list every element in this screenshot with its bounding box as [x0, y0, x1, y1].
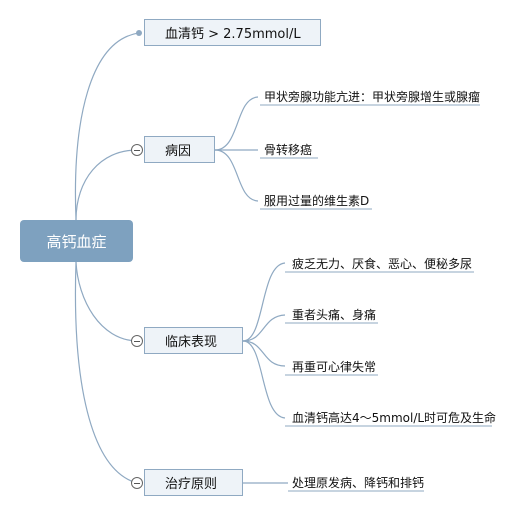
branch-cause[interactable]: 病因	[144, 136, 215, 163]
cause-item[interactable]: 服用过量的维生素D	[264, 194, 370, 208]
collapse-icon[interactable]	[131, 335, 143, 347]
root-topic[interactable]: 高钙血症	[20, 220, 133, 262]
clinical-item[interactable]: 再重可心律失常	[292, 360, 377, 374]
collapse-icon[interactable]	[131, 477, 143, 489]
cause-item[interactable]: 甲状旁腺功能亢进：甲状旁腺增生或腺瘤	[264, 90, 481, 104]
collapse-icon[interactable]	[131, 144, 143, 156]
cause-item[interactable]: 骨转移癌	[264, 143, 313, 157]
treatment-item[interactable]: 处理原发病、降钙和排钙	[292, 476, 425, 490]
branch-serum-calcium[interactable]: 血清钙 > 2.75mmol/L	[144, 19, 321, 46]
clinical-item[interactable]: 重者头痛、身痛	[292, 308, 377, 322]
branch-dot	[136, 30, 142, 36]
branch-treatment[interactable]: 治疗原则	[144, 469, 243, 496]
clinical-item[interactable]: 疲乏无力、厌食、恶心、便秘多尿	[292, 257, 473, 271]
branch-clinical[interactable]: 临床表现	[144, 327, 243, 354]
clinical-item[interactable]: 血清钙高达4～5mmol/L时可危及生命	[292, 411, 497, 425]
